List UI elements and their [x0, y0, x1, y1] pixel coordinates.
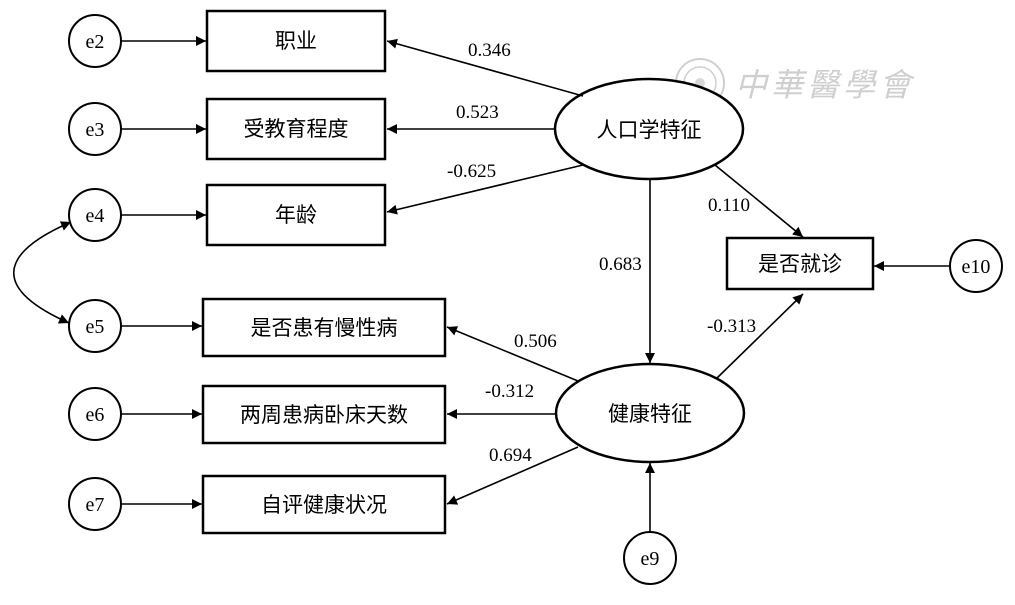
error-e7-label: e7: [86, 494, 105, 516]
error-e7: e7: [68, 477, 122, 531]
ellipse-demographic: 人口学特征: [553, 77, 745, 181]
path-health-chronic: [446, 326, 579, 382]
error-e3: e3: [68, 102, 122, 156]
path-demo-occupation: [386, 38, 584, 97]
box-self-rated: 自评健康状况: [201, 474, 447, 535]
error-e10-label: e10: [962, 256, 991, 278]
error-e3-label: e3: [86, 119, 105, 141]
coef-health-bed-days: -0.312: [485, 381, 534, 402]
error-e2-label: e2: [86, 31, 105, 53]
coef-health-visit: -0.313: [707, 316, 756, 337]
error-e6: e6: [68, 387, 122, 441]
observed-variables: 职业 受教育程度 年龄 是否患有慢性病 两周患病卧床天数 自评健康状况 是否就诊: [201, 9, 875, 535]
error-terms: e2 e3 e4 e5 e6 e7 e9 e10: [68, 14, 1003, 585]
box-occupation-label: 职业: [275, 29, 317, 53]
watermark: 中華醫學會: [675, 58, 915, 108]
error-e6-label: e6: [86, 404, 105, 426]
box-education-label: 受教育程度: [244, 117, 349, 141]
error-e4: e4: [68, 188, 122, 242]
error-e4-label: e4: [86, 205, 105, 227]
error-e10: e10: [949, 239, 1003, 293]
box-chronic: 是否患有慢性病: [201, 297, 447, 358]
box-bed-days: 两周患病卧床天数: [201, 384, 447, 445]
box-occupation: 职业: [205, 9, 387, 73]
ellipse-health-label: 健康特征: [608, 402, 692, 426]
box-age-label: 年龄: [275, 203, 317, 227]
coef-demo-health: 0.683: [599, 254, 642, 275]
error-e9: e9: [623, 531, 677, 585]
error-e2: e2: [68, 14, 122, 68]
ellipse-health: 健康特征: [554, 362, 746, 464]
coef-demo-occupation: 0.346: [468, 40, 511, 61]
box-visit: 是否就诊: [725, 236, 875, 291]
box-visit-label: 是否就诊: [758, 252, 842, 276]
path-demo-age: [386, 164, 584, 215]
error-e5: e5: [68, 299, 122, 353]
coef-health-self-rated: 0.694: [489, 445, 532, 466]
paths: [13, 36, 950, 532]
box-chronic-label: 是否患有慢性病: [251, 316, 398, 340]
coef-health-chronic: 0.506: [514, 331, 557, 352]
latent-variables: 人口学特征 健康特征: [553, 77, 746, 464]
error-e5-label: e5: [86, 316, 105, 338]
box-education: 受教育程度: [205, 97, 387, 161]
box-age: 年龄: [205, 183, 387, 247]
coef-demo-age: -0.625: [447, 161, 496, 182]
box-self-rated-label: 自评健康状况: [261, 493, 387, 517]
coef-demo-visit: 0.110: [708, 195, 750, 216]
covariance-e4-e5: [13, 221, 72, 324]
watermark-text: 中華醫學會: [735, 66, 915, 104]
box-bed-days-label: 两周患病卧床天数: [240, 403, 408, 427]
coef-demo-education: 0.523: [456, 102, 499, 123]
ellipse-demographic-label: 人口学特征: [597, 118, 702, 142]
error-e9-label: e9: [641, 548, 660, 570]
path-health-visit: [715, 293, 804, 380]
path-health-self-rated: [446, 446, 579, 505]
path-demo-visit: [714, 164, 804, 238]
coefficient-labels: 0.346 0.523 -0.625 0.110 0.683 -0.313 0.…: [447, 40, 756, 466]
